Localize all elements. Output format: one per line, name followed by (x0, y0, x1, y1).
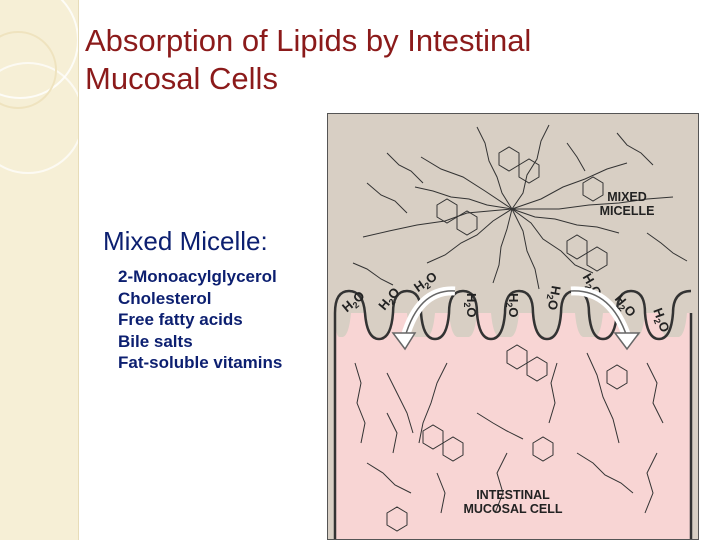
absorption-arrows (391, 286, 641, 351)
svg-text:H2O: H2O (504, 293, 521, 318)
cell-label-line-2: MUCOSAL CELL (463, 502, 562, 516)
micelle-subtitle: Mixed Micelle: (103, 226, 268, 256)
decorative-circles (0, 0, 78, 174)
list-item: Fat-soluble vitamins (118, 353, 283, 372)
svg-text:H2O: H2O (543, 284, 564, 311)
micelle-molecules (352, 124, 688, 290)
lipid-absorption-illustration: H2O H2O H2O H2O H2O H2O H2O H2O H2O (326, 112, 700, 541)
illustration-svg: H2O H2O H2O H2O H2O H2O H2O H2O H2O (326, 112, 700, 541)
list-item: Bile salts (118, 331, 193, 351)
cell-molecules (354, 344, 664, 532)
micelle-label-line-1: MIXED (607, 190, 647, 204)
svg-text:H2O: H2O (462, 293, 479, 318)
micelle-components-list: 2-Monoacylglycerol Cholesterol Free fatt… (118, 266, 282, 374)
list-item: Free fatty acids (118, 310, 243, 329)
decorative-side-band (0, 0, 79, 540)
list-item: 2-Monoacylglycerol (118, 267, 277, 286)
slide-title-line-1: Absorption of Lipids by Intestinal (85, 23, 532, 58)
micelle-label-line-2: MICELLE (600, 204, 655, 218)
mucosal-cell (335, 313, 691, 540)
slide-title: Absorption of Lipids by Intestinal Mucos… (85, 22, 715, 98)
microvilli-membrane (333, 289, 692, 341)
slide-title-line-2: Mucosal Cells (85, 61, 278, 96)
list-item: Cholesterol (118, 288, 212, 308)
cell-label-line-1: INTESTINAL (476, 488, 550, 502)
